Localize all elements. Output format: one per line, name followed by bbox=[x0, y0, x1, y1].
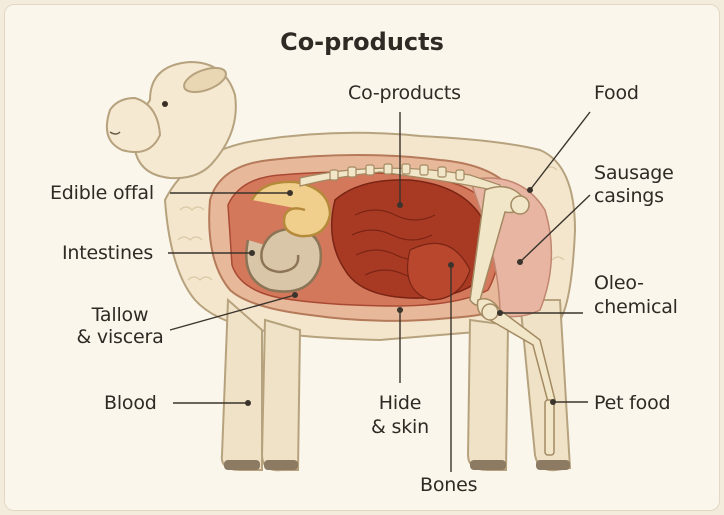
label-hide-skin-line1: Hide bbox=[350, 392, 450, 414]
label-pet-food: Pet food bbox=[594, 392, 670, 414]
label-co-products: Co-products bbox=[348, 82, 461, 104]
sheep-hooves bbox=[224, 460, 570, 470]
diagram-title: Co-products bbox=[0, 28, 724, 56]
label-blood: Blood bbox=[104, 392, 157, 414]
label-food: Food bbox=[594, 82, 639, 104]
label-oleochemical-line2: chemical bbox=[594, 296, 678, 318]
organs bbox=[332, 180, 488, 300]
label-sausage-casings-line1: Sausage bbox=[594, 162, 674, 184]
label-tallow-viscera-line1: Tallow bbox=[70, 304, 170, 326]
label-oleochemical-line1: Oleo- bbox=[594, 272, 644, 294]
label-hide-skin-line2: & skin bbox=[350, 416, 450, 438]
label-tallow-viscera-line2: & viscera bbox=[70, 326, 170, 348]
label-bones: Bones bbox=[420, 474, 477, 496]
label-sausage-casings-line2: casings bbox=[594, 185, 664, 207]
label-edible-offal: Edible offal bbox=[50, 182, 154, 204]
label-intestines: Intestines bbox=[62, 242, 153, 264]
